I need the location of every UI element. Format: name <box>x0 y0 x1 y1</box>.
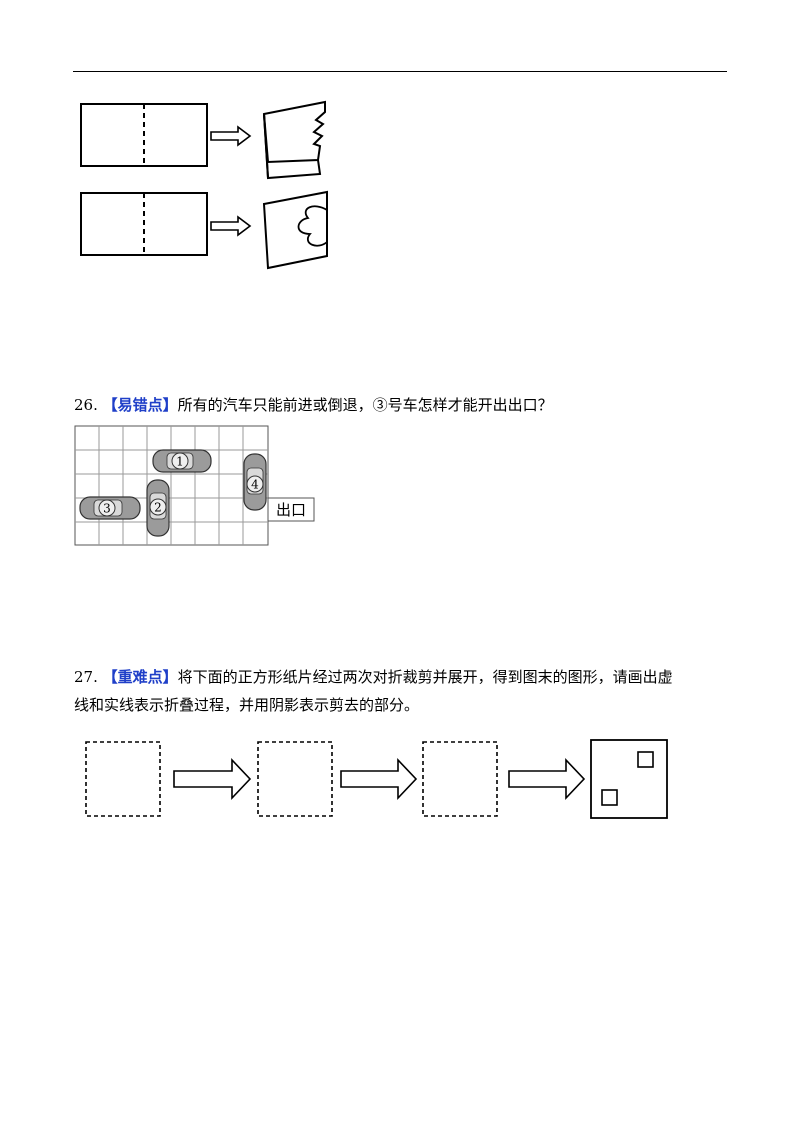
arrow-3 <box>508 757 586 801</box>
exit-box: 出口 <box>267 497 315 522</box>
car-4: 4 <box>243 453 267 511</box>
question-27-line2: 线和实线表示折叠过程，并用阴影表示剪去的部分。 <box>74 694 419 716</box>
dashed-square-1 <box>85 741 161 817</box>
header-rule <box>73 71 727 72</box>
car-1: 1 <box>152 449 212 473</box>
car-1-label: 1 <box>176 455 184 469</box>
car-4-label: 4 <box>251 478 259 492</box>
question-number: 27. <box>74 668 98 686</box>
question-tag: 【易错点】 <box>102 396 178 414</box>
car-2-label: 2 <box>154 501 162 515</box>
car-3: 3 <box>79 496 141 520</box>
question-text: 所有的汽车只能前进或倒退，③号车怎样才能开出出口？ <box>177 396 553 414</box>
parking-grid-diagram: 1 2 3 4 出口 <box>74 425 315 546</box>
question-text-line2: 线和实线表示折叠过程，并用阴影表示剪去的部分。 <box>74 696 420 714</box>
question-tag: 【重难点】 <box>102 668 178 686</box>
fold-diagram-1 <box>80 100 326 180</box>
grid <box>74 425 269 546</box>
question-26: 26. 【易错点】所有的汽车只能前进或倒退，③号车怎样才能开出出口？ <box>74 394 553 416</box>
arrow-2 <box>340 757 418 801</box>
car-2: 2 <box>146 479 170 537</box>
exit-label: 出口 <box>276 501 306 519</box>
cut-hole-top-right <box>637 751 654 768</box>
folding-sequence-diagram <box>85 739 668 819</box>
dashed-square-3 <box>422 741 498 817</box>
question-number: 26. <box>74 396 98 414</box>
cut-hole-bottom-left <box>601 789 618 806</box>
final-square <box>590 739 668 819</box>
fold-diagram-2 <box>80 190 328 270</box>
question-text-line1: 将下面的正方形纸片经过两次对折裁剪并展开，得到图末的图形，请画出虚 <box>177 668 673 686</box>
dashed-square-2 <box>257 741 333 817</box>
arrow-1 <box>173 757 252 801</box>
car-3-label: 3 <box>103 502 111 516</box>
question-27-line1: 27. 【重难点】将下面的正方形纸片经过两次对折裁剪并展开，得到图末的图形，请画… <box>74 666 673 688</box>
